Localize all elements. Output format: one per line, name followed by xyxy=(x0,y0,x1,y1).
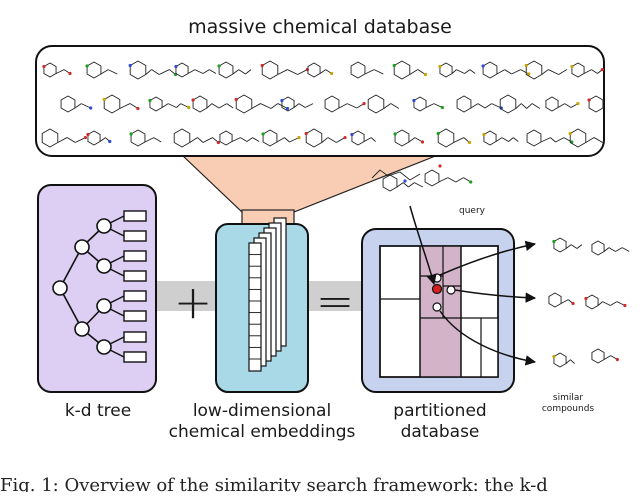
result-arrow xyxy=(439,310,537,366)
partitioned-label-line2: database xyxy=(400,422,480,442)
query-point xyxy=(431,283,443,295)
equals-operator: = xyxy=(315,274,355,328)
neighbor-point xyxy=(432,302,442,312)
result-arrow xyxy=(454,289,537,303)
query-arrow xyxy=(409,205,437,286)
partitioned-label-line1: partitioned xyxy=(393,401,487,421)
similar-label-line2: compounds xyxy=(541,404,595,414)
result-arrow xyxy=(439,240,537,276)
k-d-tree-icon xyxy=(52,210,147,363)
neighbor-point xyxy=(446,285,456,295)
embeddings-label-line2: chemical embeddings xyxy=(168,422,356,442)
query-molecule-icon xyxy=(371,164,473,192)
funnel xyxy=(180,154,439,213)
neighbor-point xyxy=(432,273,442,283)
embeddings-label-line1: low-dimensional xyxy=(192,401,332,421)
similar-label-line1: similar xyxy=(552,393,584,403)
plus-operator: + xyxy=(173,275,213,329)
similar-molecule-icon xyxy=(548,237,630,368)
query-label: query xyxy=(459,206,485,216)
page-title: massive chemical database xyxy=(188,16,452,38)
embedding-stack-icon xyxy=(248,217,287,372)
molecule-icon xyxy=(41,60,604,148)
database-box xyxy=(35,45,605,157)
figure-caption: Fig. 1: Overview of the similarity searc… xyxy=(0,475,548,492)
kd-tree-label: k-d tree xyxy=(64,401,132,421)
partition-grid-icon xyxy=(379,245,499,378)
